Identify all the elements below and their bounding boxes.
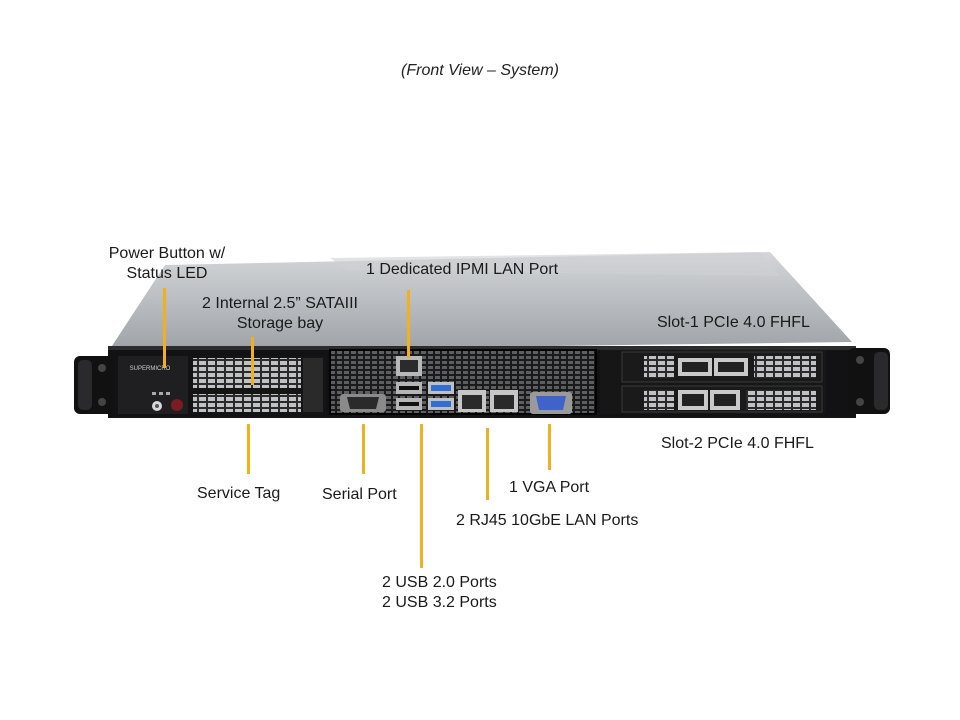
label-usb: 2 USB 2.0 Ports 2 USB 3.2 Ports xyxy=(382,573,497,613)
label-usb-line2: 2 USB 3.2 Ports xyxy=(382,594,497,611)
label-service-tag: Service Tag xyxy=(197,485,281,502)
leader-rj45-lan xyxy=(486,428,489,500)
label-storage-bay-line2: Storage bay xyxy=(236,315,324,332)
label-usb-line1: 2 USB 2.0 Ports xyxy=(382,574,497,591)
vga-port-icon xyxy=(530,392,572,414)
leader-ipmi-lan xyxy=(407,290,410,358)
label-storage-bay: 2 Internal 2.5” SATAIII Storage bay xyxy=(180,294,380,334)
control-panel: SUPERMICRO xyxy=(118,356,188,414)
label-power-button-line2: Status LED xyxy=(126,265,208,282)
serial-port-icon xyxy=(340,394,386,412)
label-vga-port: 1 VGA Port xyxy=(509,479,590,496)
rj45-lan-ports-icon xyxy=(458,390,518,412)
label-slot2: Slot-2 PCIe 4.0 FHFL xyxy=(661,435,814,452)
chassis-top xyxy=(108,252,852,352)
label-storage-bay-line1: 2 Internal 2.5” SATAIII xyxy=(202,295,358,312)
leader-storage-bay xyxy=(251,337,254,385)
label-serial-port: Serial Port xyxy=(322,486,397,503)
pcie-slots xyxy=(600,350,826,414)
leader-service-tag xyxy=(247,424,250,474)
page-title: (Front View – System) xyxy=(401,62,559,79)
brand-mark: SUPERMICRO xyxy=(130,366,171,372)
leader-usb xyxy=(420,424,423,568)
label-power-button: Power Button w/ Status LED xyxy=(92,244,242,284)
io-area xyxy=(329,349,597,415)
storage-bay xyxy=(190,356,326,414)
label-power-button-line1: Power Button w/ xyxy=(108,245,226,262)
power-button-icon xyxy=(171,399,183,411)
usb-ports-icon xyxy=(396,382,454,410)
leader-vga xyxy=(548,424,551,470)
leader-power-button xyxy=(163,288,166,368)
leader-serial-port xyxy=(362,424,365,474)
label-slot1: Slot-1 PCIe 4.0 FHFL xyxy=(657,314,810,331)
rack-ear-right xyxy=(848,348,890,414)
label-rj45-lan: 2 RJ45 10GbE LAN Ports xyxy=(456,512,639,529)
rack-ear-left xyxy=(74,356,114,414)
label-ipmi-lan: 1 Dedicated IPMI LAN Port xyxy=(366,261,559,278)
